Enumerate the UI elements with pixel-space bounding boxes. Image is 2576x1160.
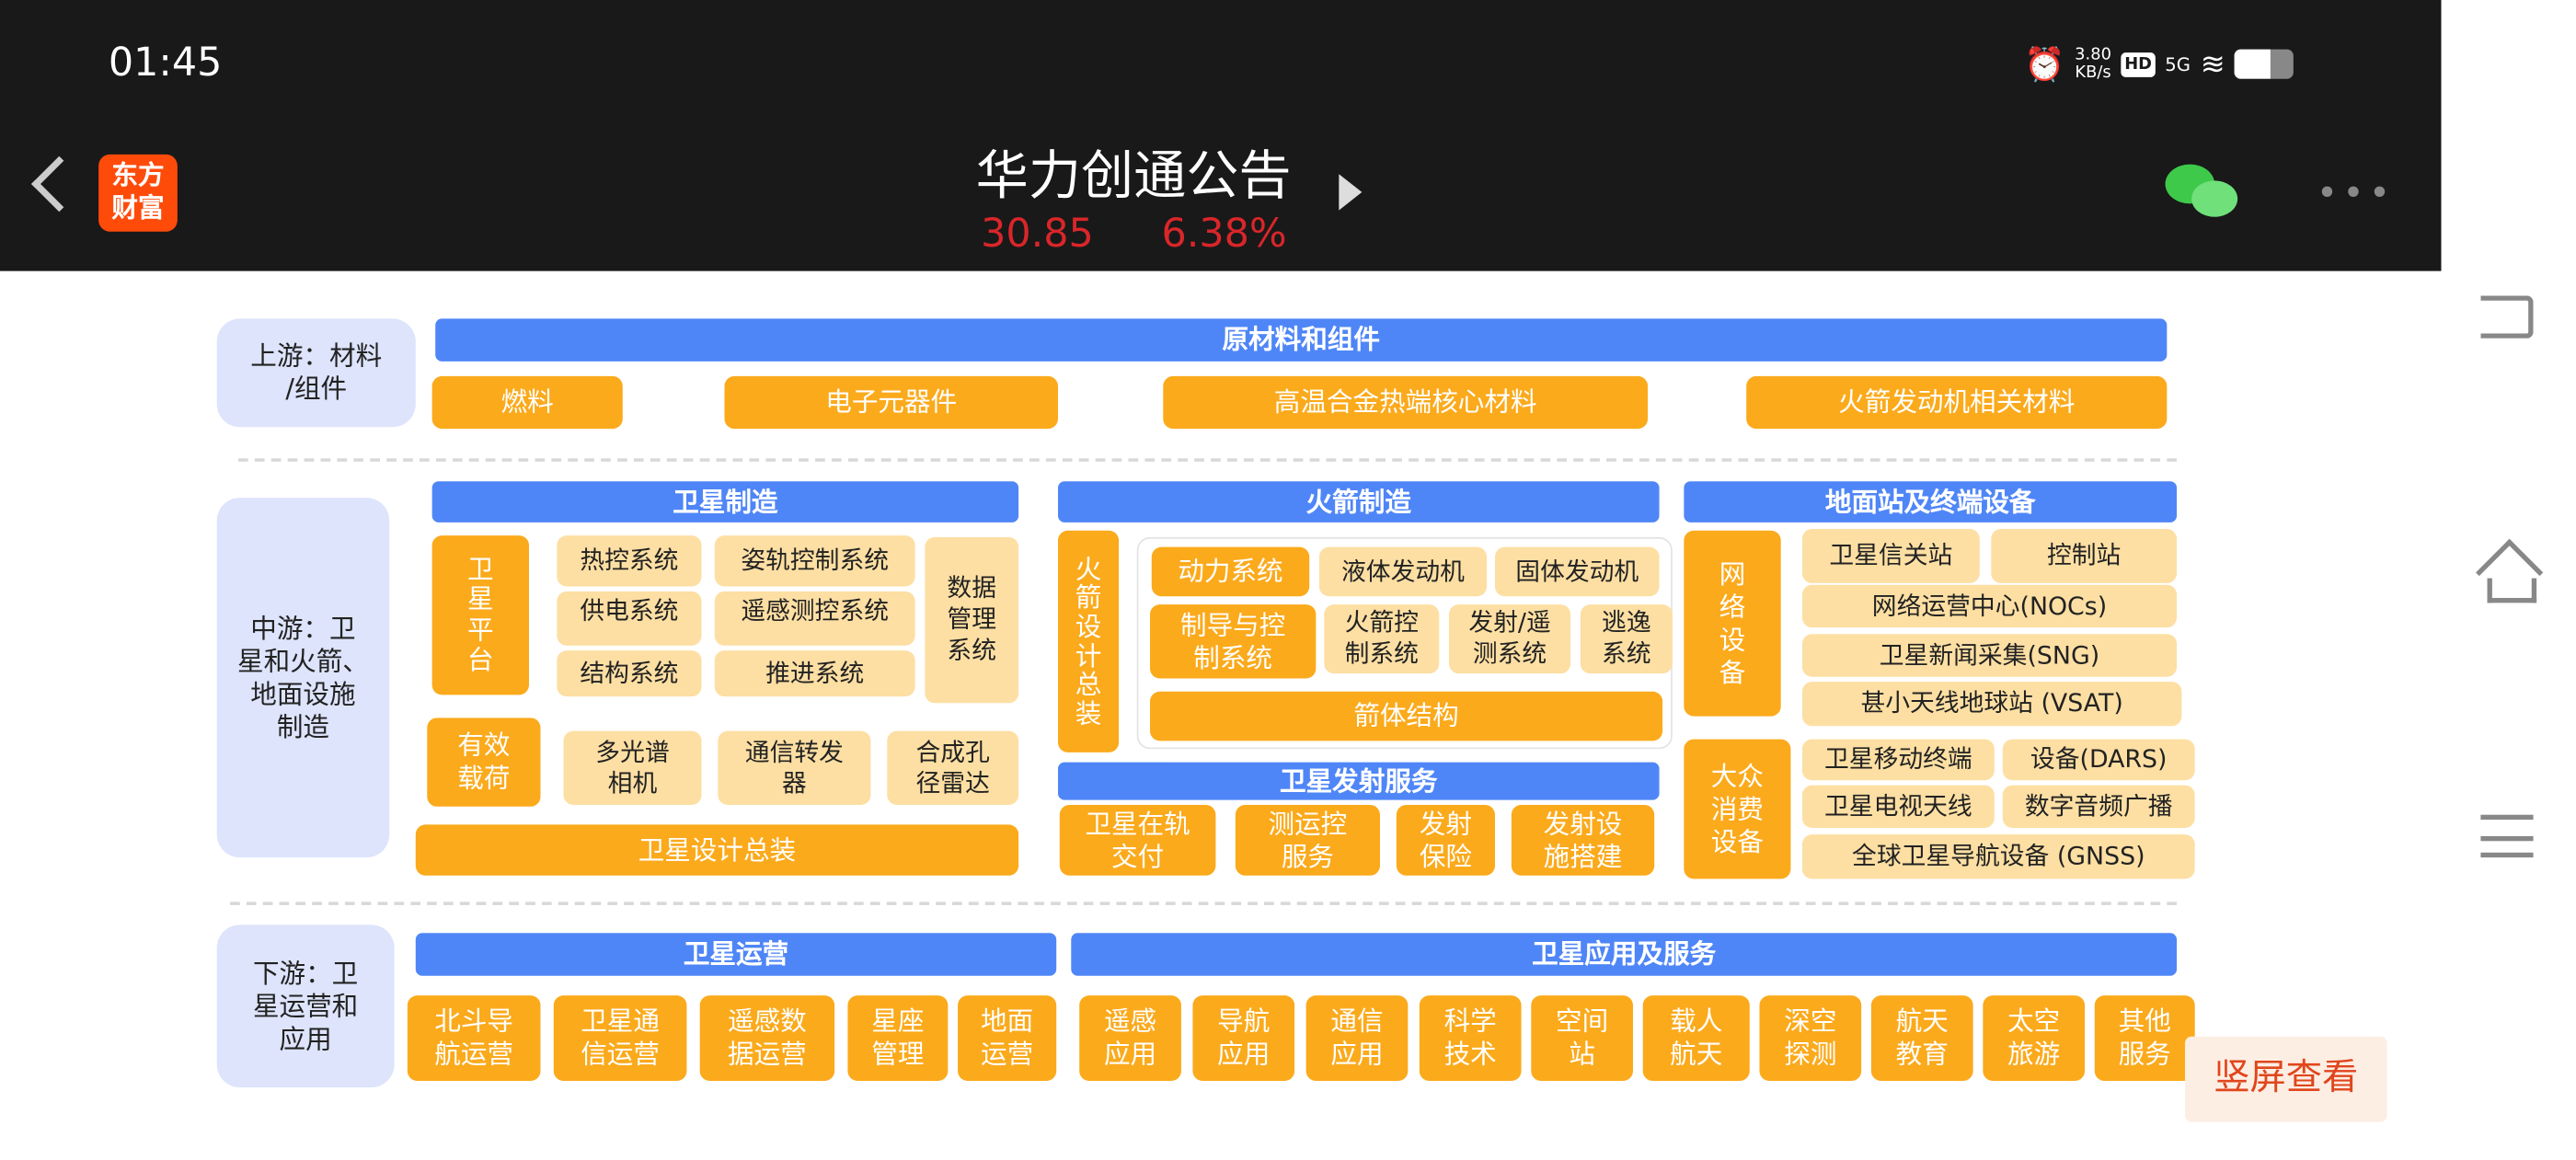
launch-item: 测运控 服务 <box>1235 804 1380 876</box>
status-time: 01:45 <box>108 39 223 86</box>
rocket-power: 动力系统 <box>1151 546 1310 597</box>
consumer-item: 卫星电视天线 <box>1801 785 1995 828</box>
sat-payload: 有效 载荷 <box>427 718 541 807</box>
nav-menu-icon[interactable] <box>2480 814 2534 858</box>
upstream-item: 高温合金热端核心材料 <box>1163 375 1649 430</box>
net-speed-unit: KB/s <box>2075 63 2111 83</box>
divider <box>237 458 2178 462</box>
consumer-equipment: 大众 消费 设备 <box>1684 739 1791 879</box>
consumer-item: 数字音频广播 <box>2002 785 2195 828</box>
app-logo[interactable]: 东方财富 <box>98 154 178 232</box>
payload-item: 多光谱 相机 <box>563 730 702 805</box>
nav-bar <box>2441 0 2576 1160</box>
ops-item: 星座 管理 <box>847 995 949 1081</box>
hd-icon: HD <box>2121 52 2156 77</box>
ops-item: 地面 运营 <box>958 995 1057 1081</box>
app-header <box>0 0 2442 271</box>
upstream-item: 燃料 <box>431 375 623 430</box>
guidance-item: 逃逸 系统 <box>1580 604 1673 674</box>
sat-system: 姿轨控制系统 <box>714 535 915 587</box>
app-item: 其他 服务 <box>2094 995 2195 1081</box>
app-item: 深空 探测 <box>1759 995 1862 1081</box>
app-item: 导航 应用 <box>1192 995 1295 1081</box>
rocket-engine: 固体发动机 <box>1494 546 1660 597</box>
portrait-view-button[interactable]: 竖屏查看 <box>2184 1036 2387 1122</box>
sat-system: 遥感测控系统 <box>714 591 915 646</box>
app-item: 空间 站 <box>1531 995 1633 1081</box>
stock-price: 30.85 <box>981 210 1094 257</box>
midstream-label: 中游：卫 星和火箭、 地面设施 制造 <box>216 498 390 858</box>
payload-item: 合成孔 径雷达 <box>887 730 1019 805</box>
nav-back-icon[interactable] <box>2480 295 2534 339</box>
rocket-guidance: 制导与控 制系统 <box>1149 604 1317 679</box>
rocket-engine: 液体发动机 <box>1318 546 1488 597</box>
consumer-item: 卫星移动终端 <box>1801 739 1995 781</box>
network-item: 甚小天线地球站 (VSAT) <box>1801 682 2182 727</box>
sat-system: 热控系统 <box>557 535 702 587</box>
nav-home-icon[interactable] <box>2474 538 2544 606</box>
app-item: 通信 应用 <box>1305 995 1409 1081</box>
ops-item: 卫星通 信运营 <box>553 995 687 1081</box>
guidance-item: 发射/遥 测系统 <box>1448 604 1571 674</box>
downstream-label: 下游：卫 星运营和 应用 <box>216 925 395 1088</box>
battery-icon <box>2235 49 2294 79</box>
ops-item: 北斗导 航运营 <box>407 995 541 1081</box>
sat-platform: 卫 星 平 台 <box>431 535 529 695</box>
divider <box>229 902 2178 905</box>
launch-item: 卫星在轨 交付 <box>1059 804 1216 876</box>
apps-header: 卫星应用及服务 <box>1071 933 2178 976</box>
network-item: 卫星新闻采集(SNG) <box>1801 634 2178 677</box>
rocket-body: 箭体结构 <box>1149 691 1663 741</box>
ops-header: 卫星运营 <box>415 933 1057 976</box>
app-item: 科学 技术 <box>1419 995 1522 1081</box>
sat-mfg-header: 卫星制造 <box>431 481 1019 523</box>
more-icon[interactable]: ••• <box>2316 174 2396 215</box>
next-arrow-icon[interactable] <box>1339 174 1363 211</box>
ground-header: 地面站及终端设备 <box>1684 481 2178 523</box>
upstream-header: 原材料和组件 <box>435 318 2168 362</box>
signal-icon: 5G <box>2165 53 2191 75</box>
network-equipment: 网 络 设 备 <box>1684 530 1781 717</box>
ops-item: 遥感数 据运营 <box>699 995 835 1081</box>
alarm-icon: ⏰ <box>2023 44 2065 85</box>
app-item: 太空 旅游 <box>1983 995 2086 1081</box>
launch-header: 卫星发射服务 <box>1057 762 1660 800</box>
upstream-item: 火箭发动机相关材料 <box>1746 375 2168 430</box>
rocket-mfg-header: 火箭制造 <box>1057 481 1660 523</box>
network-item: 控制站 <box>1991 528 2178 583</box>
network-item: 卫星信关站 <box>1801 528 1980 583</box>
stock-change: 6.38% <box>1161 210 1287 257</box>
payload-item: 通信转发 器 <box>718 730 871 805</box>
app-item: 遥感 应用 <box>1079 995 1181 1081</box>
upstream-item: 电子元器件 <box>724 375 1058 430</box>
network-item: 网络运营中心(NOCs) <box>1801 584 2178 628</box>
app-item: 航天 教育 <box>1870 995 1973 1081</box>
sat-assembly: 卫星设计总装 <box>415 824 1019 876</box>
page-title: 华力创通公告 <box>975 144 1292 207</box>
consumer-item: 设备(DARS) <box>2002 739 2195 781</box>
sat-data-mgmt: 数据 管理 系统 <box>925 536 1019 704</box>
sat-system: 供电系统 <box>557 591 702 646</box>
rocket-assembly: 火 箭 设 计 总 装 <box>1057 530 1120 752</box>
guidance-item: 火箭控 制系统 <box>1324 604 1440 674</box>
sat-system: 推进系统 <box>714 650 915 697</box>
launch-item: 发射设 施搭建 <box>1511 804 1655 876</box>
wifi-icon: ≋ <box>2200 46 2225 82</box>
wechat-share-icon[interactable] <box>2165 164 2241 221</box>
launch-item: 发射 保险 <box>1396 804 1495 876</box>
app-item: 载人 航天 <box>1642 995 1750 1081</box>
consumer-item: 全球卫星导航设备 (GNSS) <box>1801 834 2195 879</box>
upstream-label: 上游：材料 /组件 <box>216 318 416 428</box>
sat-system: 结构系统 <box>557 650 702 697</box>
net-speed: 3.80 <box>2075 45 2111 64</box>
